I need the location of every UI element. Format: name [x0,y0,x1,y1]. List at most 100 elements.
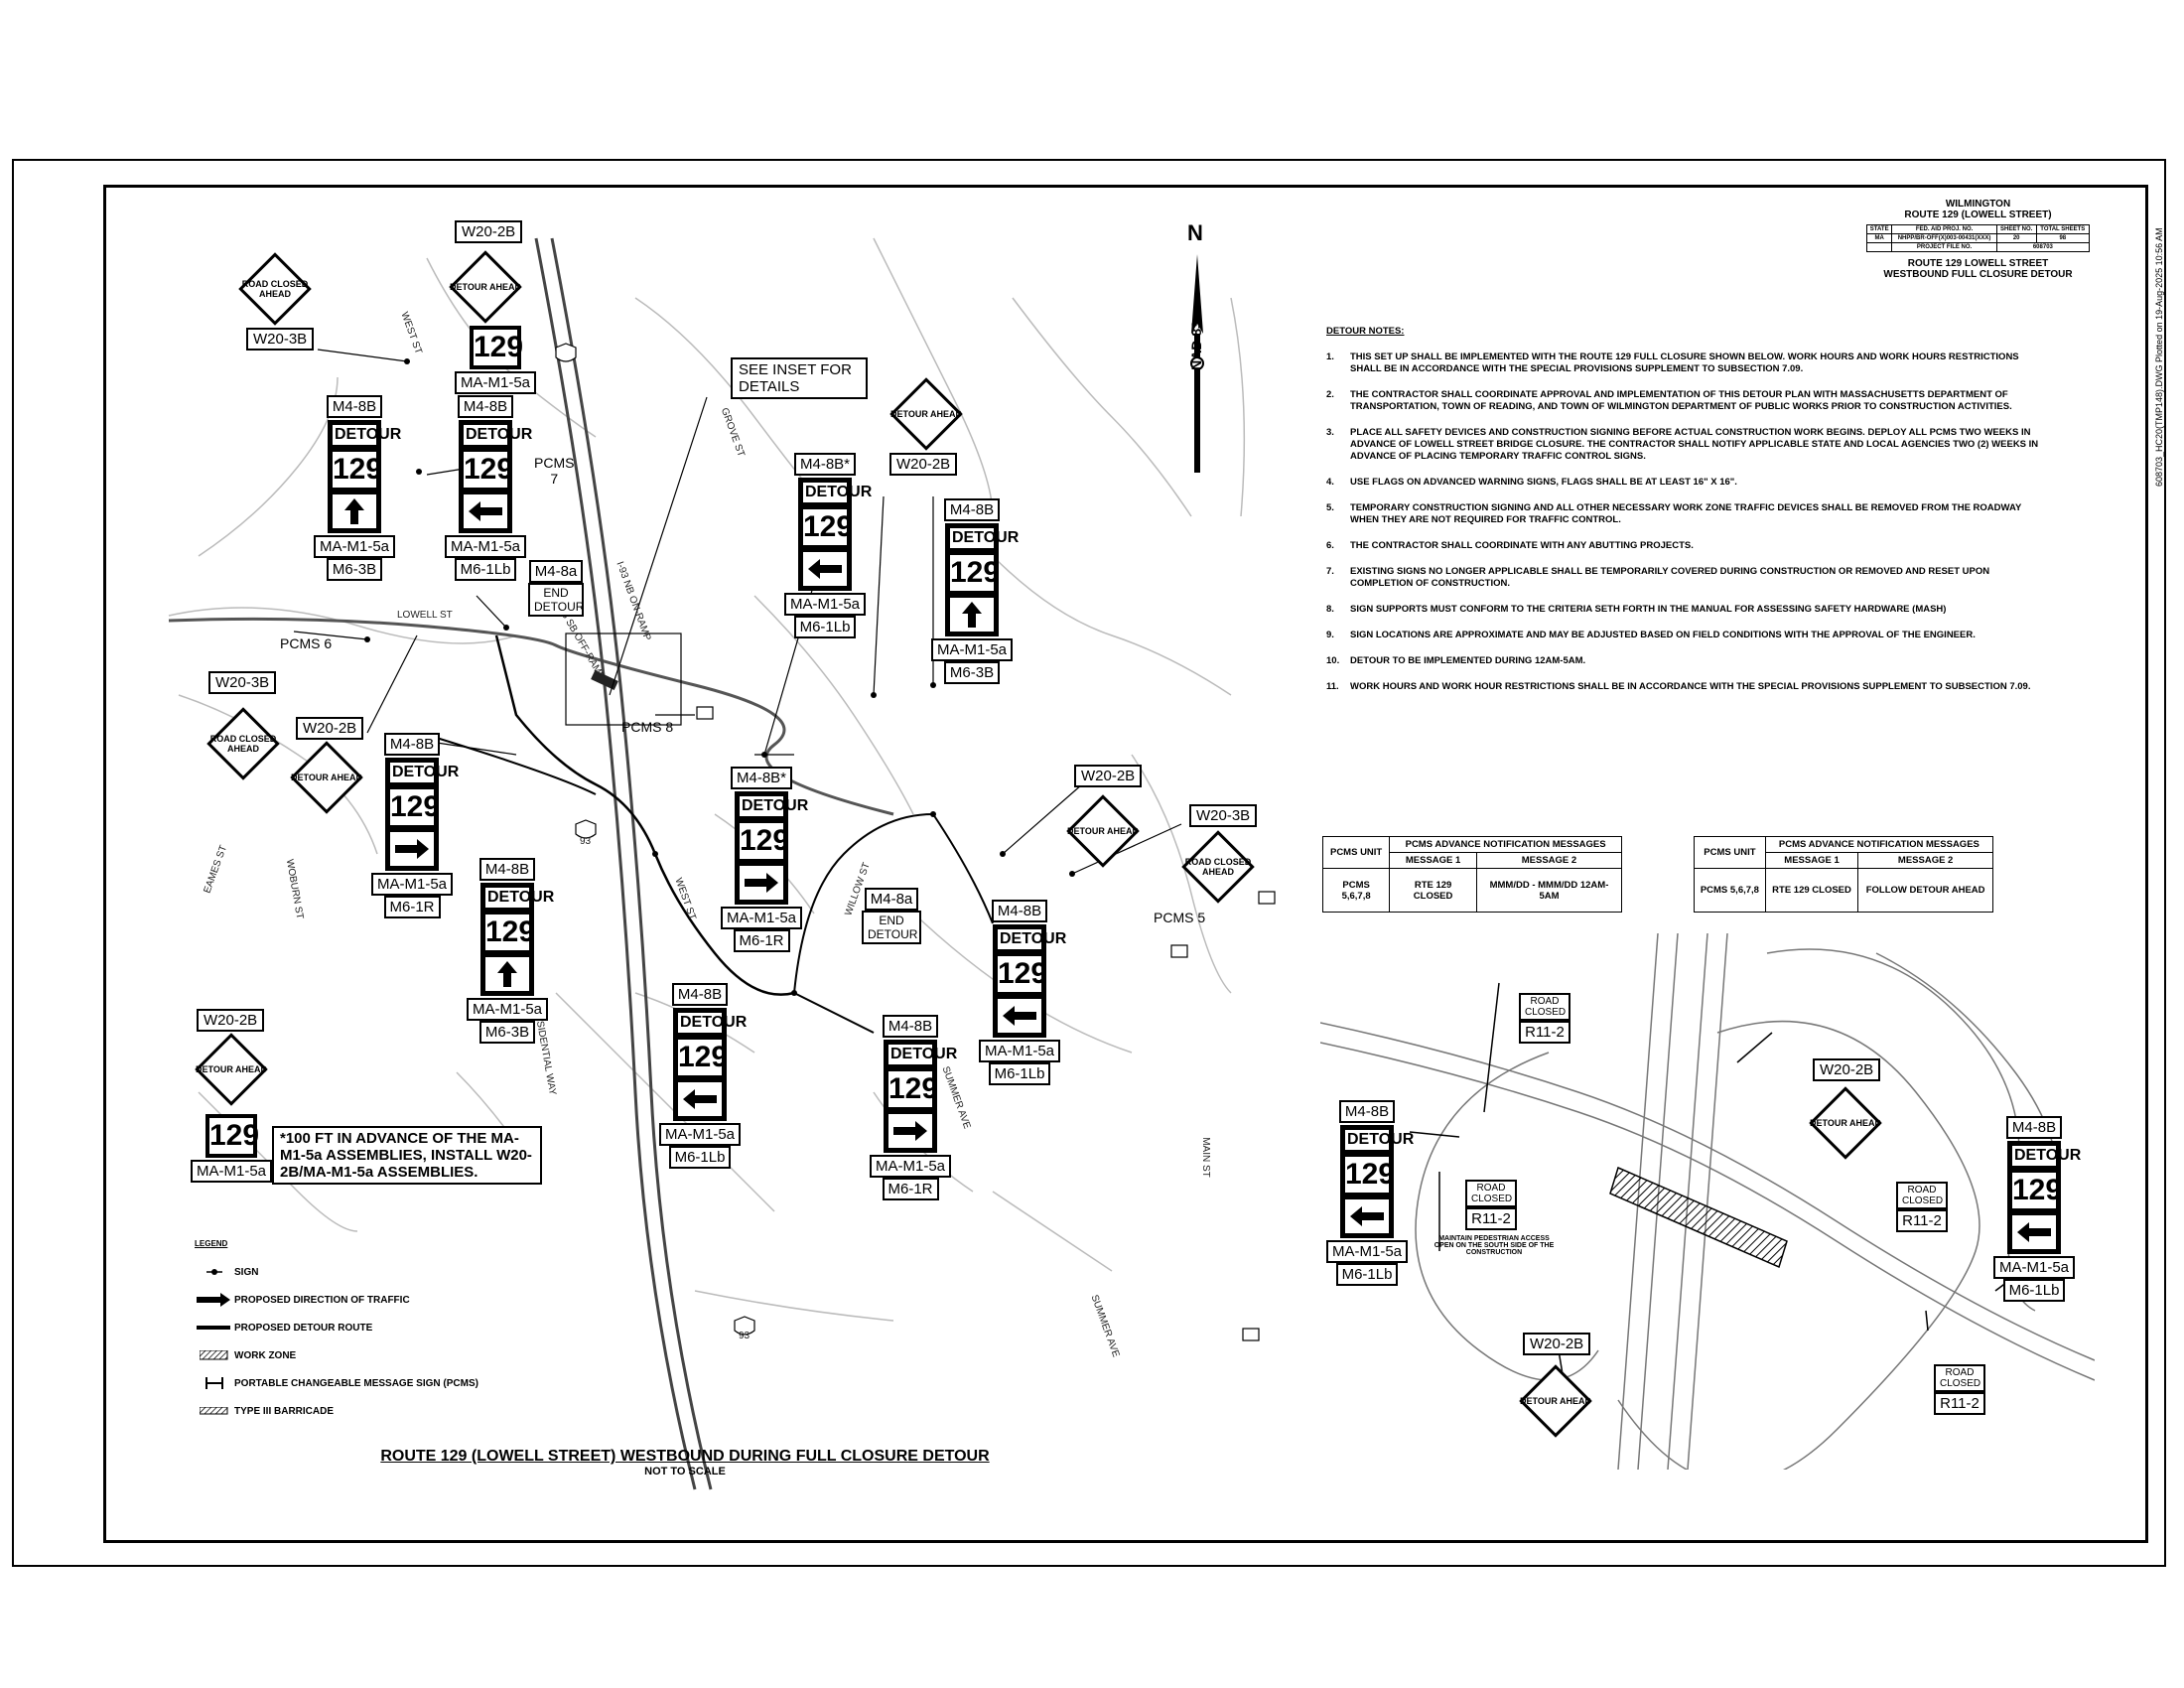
pcms-m1: RTE 129 CLOSED [1764,868,1859,913]
detour-panel: DETOUR [331,423,401,447]
town-name: WILMINGTON [1945,199,2011,210]
detour-panel: DETOUR [462,423,532,447]
road-closed-panel: ROAD CLOSED [1519,993,1570,1021]
detour-ahead-sign: DETOUR AHEAD [290,741,363,814]
sign-code-m4-8b-star: M4-8B* [793,453,857,476]
sign-code-ma-m1-5a: MA-M1-5a [455,371,537,394]
detour-ahead-sign: DETOUR AHEAD [889,377,963,451]
arrow-left-icon [462,492,509,530]
note-item: 11.WORK HOURS AND WORK HOUR RESTRICTIONS… [1326,681,2031,692]
pcms-m2: MMM/DD - MMM/DD 12AM-5AM [1475,868,1623,913]
arrow-right-icon [388,830,436,868]
pcms-unit-hdr: PCMS UNIT [1321,836,1391,869]
sign-code-ma-m1-5a: MA-M1-5a [467,998,549,1021]
pcms-m1: RTE 129 CLOSED [1389,868,1477,913]
road-closed-panel: ROAD CLOSED [1934,1364,1985,1392]
road-closed-sign-r11-2: ROAD CLOSED R11-2 [1519,993,1570,1044]
detour-ahead-sign: DETOUR AHEAD [1519,1364,1592,1438]
sign-code-m6-1lb: M6-1Lb [2002,1279,2066,1302]
note-item: 7.EXISTING SIGNS NO LONGER APPLICABLE SH… [1326,566,1990,589]
sign-symbol-icon [195,1267,234,1277]
see-inset-note: SEE INSET FOR DETAILS [731,357,868,399]
arrow-left-icon [801,550,849,588]
pcms-8-label: PCMS 8 [621,719,674,735]
legend-pcms: PORTABLE CHANGEABLE MESSAGE SIGN (PCMS) [234,1377,478,1389]
detour-panel: DETOUR [1343,1128,1414,1152]
sign-code-m6-1lb: M6-1Lb [668,1146,732,1169]
sign-code-m4-8a: M4-8a [528,560,584,583]
sign-code-ma-m1-5a: MA-M1-5a [979,1040,1061,1062]
note-item: 9.SIGN LOCATIONS ARE APPROXIMATE AND MAY… [1326,630,1976,640]
w20-2b-route-assembly: 129 MA-M1-5a [191,1112,273,1183]
route-name: ROUTE 129 (LOWELL STREET) [1904,210,2052,220]
sign-code-w20-2b: W20-2B [1813,1058,1881,1081]
pcms-icon [195,1376,234,1390]
pcms-adv-hdr: PCMS ADVANCE NOTIFICATION MESSAGES [1764,836,1994,853]
sheet-border [12,159,2166,1567]
detour-panel: DETOUR [676,1011,747,1035]
file-no: 608703 [1995,242,2091,252]
inset-interchange [1320,933,2095,1470]
detour-ahead-sign: DETOUR AHEAD [449,250,522,324]
total-sheets: 98 [2035,233,2091,243]
detour-panel: DETOUR [948,526,1019,550]
sign-code-ma-m1-5a: MA-M1-5a [445,535,527,558]
sign-code-ma-m1-5a: MA-M1-5a [870,1155,952,1178]
sign-code-m4-8b: M4-8B [882,1015,939,1038]
arrow-left-icon [676,1080,724,1118]
sign-code-m4-8b: M4-8B [2005,1116,2063,1139]
route-129-panel: 129 [1343,1155,1395,1195]
sign-code-ma-m1-5a: MA-M1-5a [784,593,867,616]
sign-code-r11-2: R11-2 [1896,1209,1948,1232]
barricade-icon [195,1407,234,1415]
sign-code-ma-m1-5a: MA-M1-5a [721,907,803,929]
route-129-panel: 129 [738,821,789,861]
detour-ahead-sign: DETOUR AHEAD [195,1033,268,1106]
detour-panel: DETOUR [887,1043,957,1066]
sign-code-m4-8b: M4-8B [943,498,1001,521]
note-item: 6.THE CONTRACTOR SHALL COORDINATE WITH A… [1326,540,1694,551]
sign-code-w20-2b: W20-2B [296,717,364,740]
sign-code-r11-2: R11-2 [1934,1392,1985,1415]
legend-route: PROPOSED DETOUR ROUTE [234,1322,373,1334]
datum-label: NAD 83 [1187,321,1204,370]
end-detour-assembly: M4-8a END DETOUR [862,888,921,944]
subtitle-2: WESTBOUND FULL CLOSURE DETOUR [1883,269,2073,280]
route-129-panel: 129 [483,913,535,952]
road-closed-sign-r11-2: ROAD CLOSED R11-2 [1896,1182,1948,1232]
subtitle-1: ROUTE 129 LOWELL STREET [1907,258,2049,269]
route-line-icon [195,1325,234,1331]
legend-barricade: TYPE III BARRICADE [234,1405,335,1417]
arrow-up-icon [331,492,378,530]
route-129-panel: 129 [2010,1171,2062,1210]
detour-panel: DETOUR [996,927,1066,951]
sign-code-ma-m1-5a: MA-M1-5a [659,1123,742,1146]
route-129-panel: 129 [388,787,440,827]
sign-code-m6-1lb: M6-1Lb [1335,1263,1399,1286]
pcms-m1-hdr: MESSAGE 1 [1764,852,1859,869]
sign-code-w20-3b: W20-3B [246,328,315,351]
sign-code-w20-2b: W20-2B [889,453,958,476]
pcms-m2-hdr: MESSAGE 2 [1475,852,1623,869]
arrow-right-icon [887,1112,934,1150]
sign-code-m4-8b: M4-8B [991,900,1048,922]
advance-install-note: *100 FT IN ADVANCE OF THE MA-M1-5a ASSEM… [272,1126,542,1185]
title-block: WILMINGTON ROUTE 129 (LOWELL STREET) STA… [1865,199,2091,280]
w20-2b-route-assembly: 129 MA-M1-5a [455,324,537,394]
detour-panel: DETOUR [2010,1144,2081,1168]
sign-code-w20-2b: W20-2B [197,1009,265,1032]
note-item: 1.THIS SET UP SHALL BE IMPLEMENTED WITH … [1326,352,2019,374]
sign-code-m4-8b: M4-8B [1338,1100,1396,1123]
legend-sign: SIGN [234,1266,259,1278]
route-93-label: 93 [580,836,592,847]
detour-panel: DETOUR [738,794,808,818]
